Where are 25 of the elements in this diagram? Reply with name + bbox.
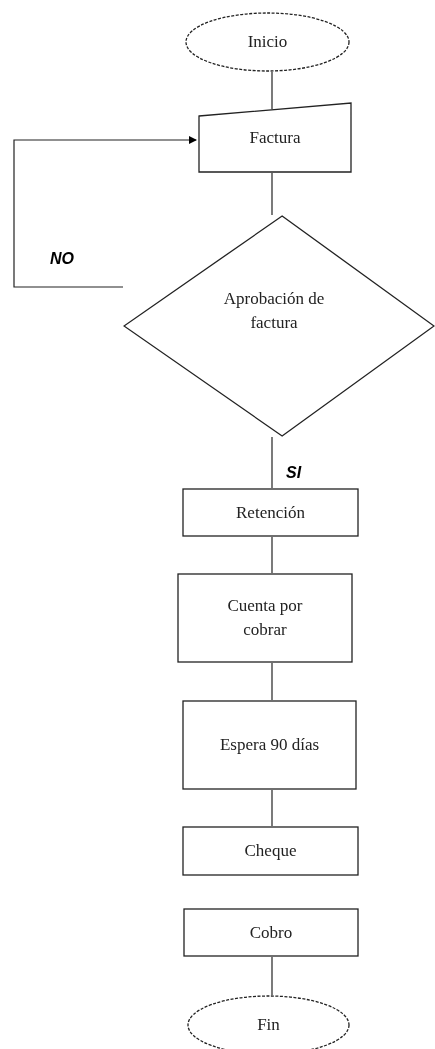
process-box — [183, 908, 359, 957]
process-box — [182, 826, 359, 876]
decision-diamond — [123, 215, 435, 437]
node-text: Aprobación de factura — [222, 288, 326, 334]
process-box — [177, 573, 353, 663]
connector-line — [271, 436, 273, 489]
process-box — [182, 488, 359, 537]
connector-line — [271, 789, 273, 827]
process-box — [182, 700, 357, 790]
connector-line — [271, 172, 273, 216]
connector-line — [271, 662, 273, 701]
terminal-ellipse — [185, 12, 350, 72]
node-text: Espera 90 días — [219, 734, 320, 756]
node-text: Factura — [249, 126, 301, 149]
arrow — [13, 136, 197, 288]
connector-line — [271, 956, 273, 996]
manual-input-box — [198, 102, 352, 173]
node-text: Fin — [257, 1014, 280, 1036]
node-text: Inicio — [247, 31, 288, 53]
node-text: Cheque — [244, 840, 297, 862]
node-text: Retención — [236, 501, 305, 524]
connector-line — [271, 71, 273, 110]
node-text: Cobro — [249, 921, 293, 944]
node-text: Cuenta por cobrar — [226, 595, 304, 641]
connector-line — [271, 536, 273, 574]
